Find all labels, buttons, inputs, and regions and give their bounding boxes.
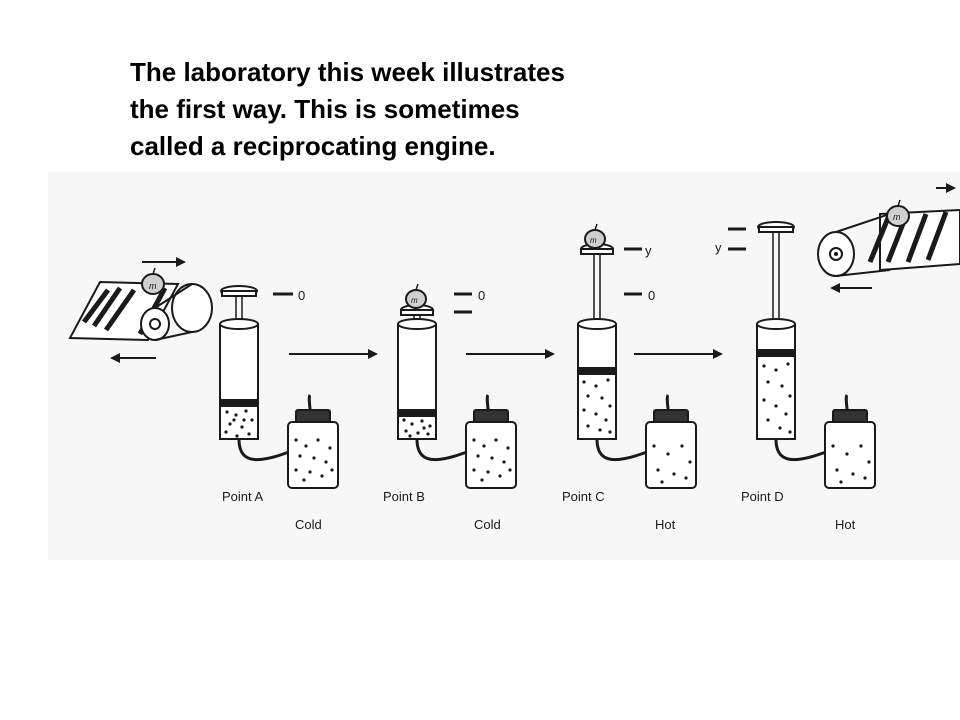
point-label-b: Point B <box>383 489 425 504</box>
point-label-d: Point D <box>741 489 784 504</box>
arrow-right-icon <box>466 349 555 359</box>
point-label-a: Point A <box>222 489 264 504</box>
apple-weight-c <box>584 223 606 249</box>
stage-c-apparatus <box>577 223 697 489</box>
arrow-left-icon <box>830 283 872 293</box>
mass-label-c: m <box>590 236 597 245</box>
figure-panel <box>48 172 960 560</box>
bath-label-c: Hot <box>655 517 676 532</box>
caption-line-3: called a reciprocating engine. <box>130 131 496 161</box>
marker-label-d-y: y <box>715 240 722 255</box>
slide-caption: The laboratory this week illustrates the… <box>130 54 750 165</box>
mass-label-right: m <box>893 212 901 222</box>
caption-line-1: The laboratory this week illustrates <box>130 57 565 87</box>
bath-label-a: Cold <box>295 517 322 532</box>
conveyor-left <box>68 280 213 342</box>
caption-line-2: the first way. This is sometimes <box>130 94 520 124</box>
bath-label-b: Cold <box>474 517 501 532</box>
stage-d-apparatus <box>756 221 876 489</box>
arrow-right-icon <box>289 349 378 359</box>
mass-label-b: m <box>411 296 418 305</box>
arrow-right-icon <box>634 349 723 359</box>
arrow-right-icon <box>142 257 186 267</box>
marker-label-a-0: 0 <box>298 288 305 303</box>
marker-label-c-0: 0 <box>648 288 655 303</box>
marker-label-c-y: y <box>645 243 652 258</box>
marker-label-b-0: 0 <box>478 288 485 303</box>
arrow-left-icon <box>110 353 156 363</box>
apple-weight-left <box>141 267 165 295</box>
apple-weight-b <box>405 283 427 309</box>
stage-b-apparatus <box>397 283 517 489</box>
stage-a-apparatus <box>219 285 339 489</box>
arrow-right-icon <box>936 183 956 193</box>
point-label-c: Point C <box>562 489 605 504</box>
mass-label-left: m <box>149 281 157 291</box>
bath-label-d: Hot <box>835 517 856 532</box>
apple-weight-right <box>886 199 910 227</box>
